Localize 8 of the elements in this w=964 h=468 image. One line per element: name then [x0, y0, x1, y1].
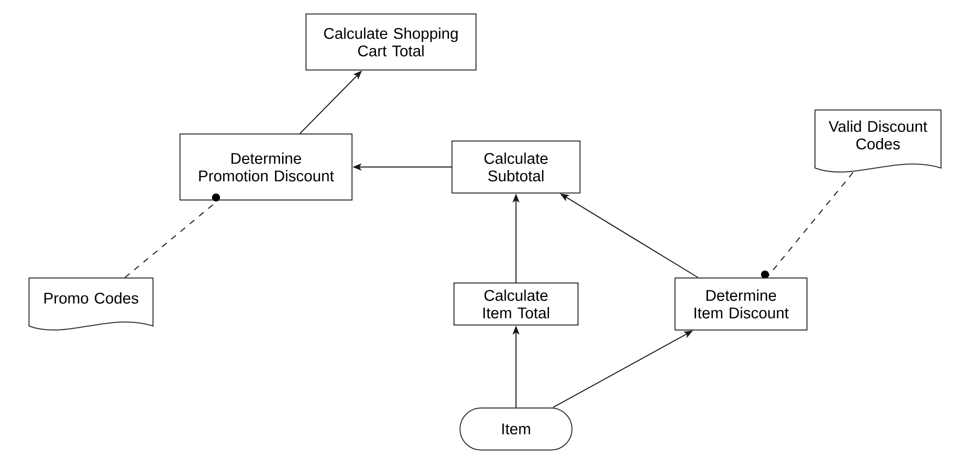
arrow [300, 70, 362, 134]
process-box: Calculate Item Total [454, 282, 578, 326]
process-box: Calculate Shopping Cart Total [306, 14, 476, 70]
process-box: Determine Promotion Discount [180, 134, 352, 200]
process-box: Calculate Subtotal [452, 140, 580, 194]
process-box: Determine Item Discount [674, 278, 808, 330]
dashed-connector [124, 194, 220, 278]
dashed-connector [761, 172, 854, 278]
